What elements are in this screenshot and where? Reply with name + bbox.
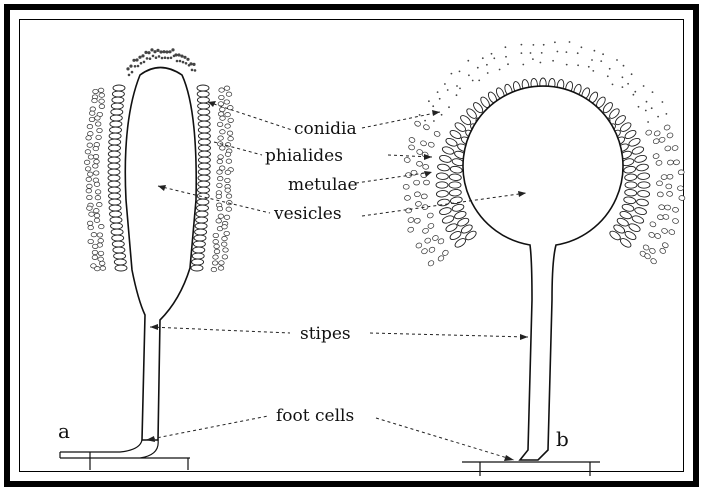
specimen-b-foot-cell — [462, 462, 600, 476]
label-foot-cells: foot cells — [276, 406, 354, 426]
panel-label-a: a — [58, 419, 70, 443]
label-conidia: conidia — [294, 119, 357, 139]
specimen-a-vesicle-stipe — [125, 68, 196, 441]
label-metulae: metulae — [288, 175, 358, 195]
specimen-b — [403, 41, 685, 476]
specimen-b-vesicle-stipe — [463, 86, 623, 460]
specimen-a-foot-cell — [60, 440, 190, 470]
panel-label-b: b — [556, 427, 569, 451]
label-stipes: stipes — [300, 324, 351, 344]
label-vesicles: vesicles — [273, 204, 342, 224]
specimen-a — [60, 48, 234, 470]
label-phialides: phialides — [265, 146, 343, 166]
